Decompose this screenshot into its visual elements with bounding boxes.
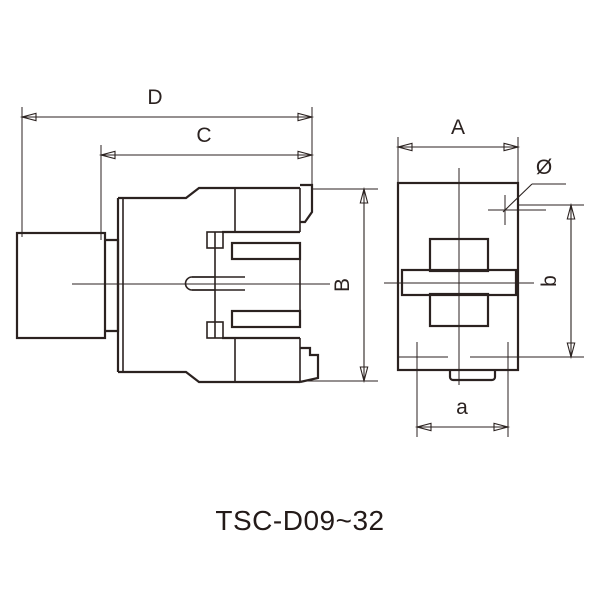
- dimension-a-label: a: [456, 396, 468, 419]
- dimension-b-label: b: [538, 275, 561, 287]
- dimension-a: a: [414, 345, 511, 437]
- dimension-C-arrow-right: [297, 150, 315, 160]
- dimension-B-label: B: [331, 278, 354, 292]
- dimension-D-arrow-left: [19, 112, 37, 122]
- dimension-C-arrow-left: [98, 150, 116, 160]
- dimension-D-label: D: [147, 86, 162, 109]
- bottom-mounting-tab: [448, 370, 497, 382]
- front-outer-body: [396, 181, 520, 372]
- dimension-b-arrow-bottom: [566, 342, 576, 360]
- coupling-tip-bottom: [299, 346, 320, 384]
- coupling-tip-top: [300, 183, 314, 224]
- upper-square-lug: [206, 231, 224, 249]
- diameter-leader-line: [502, 183, 533, 213]
- lower-contact-slot: [230, 309, 302, 329]
- dimension-D-arrow-right: [297, 112, 315, 122]
- dimension-B-arrow-top: [359, 186, 369, 204]
- dimension-A-label: A: [451, 116, 465, 139]
- housing-body-outline: [118, 186, 300, 200]
- dimension-b: b: [518, 202, 584, 360]
- dimension-a-arrow-right: [493, 422, 511, 432]
- dimension-B: B: [300, 186, 378, 384]
- dimension-A-arrow-right: [503, 142, 521, 152]
- diameter-label: Ø: [536, 156, 552, 179]
- upper-contact-slot: [230, 241, 302, 261]
- dimension-B-arrow-bottom: [359, 366, 369, 384]
- rear-neck: [105, 238, 120, 333]
- front-elevation-view: Ø: [384, 156, 566, 385]
- dimension-a-arrow-left: [414, 422, 432, 432]
- lower-square-lug: [206, 321, 224, 339]
- dimension-D: D: [19, 86, 315, 237]
- dimension-C: C: [98, 124, 315, 240]
- side-elevation-view: [15, 183, 330, 384]
- dimension-A: A: [395, 116, 521, 186]
- dimension-b-arrow-top: [566, 202, 576, 220]
- dimension-A-arrow-left: [395, 142, 413, 152]
- dimension-C-label: C: [196, 124, 211, 147]
- drawing-caption: TSC-D09~32: [215, 505, 384, 536]
- rear-terminal-block: [15, 231, 107, 340]
- housing-body-outline-bottom: [118, 370, 300, 384]
